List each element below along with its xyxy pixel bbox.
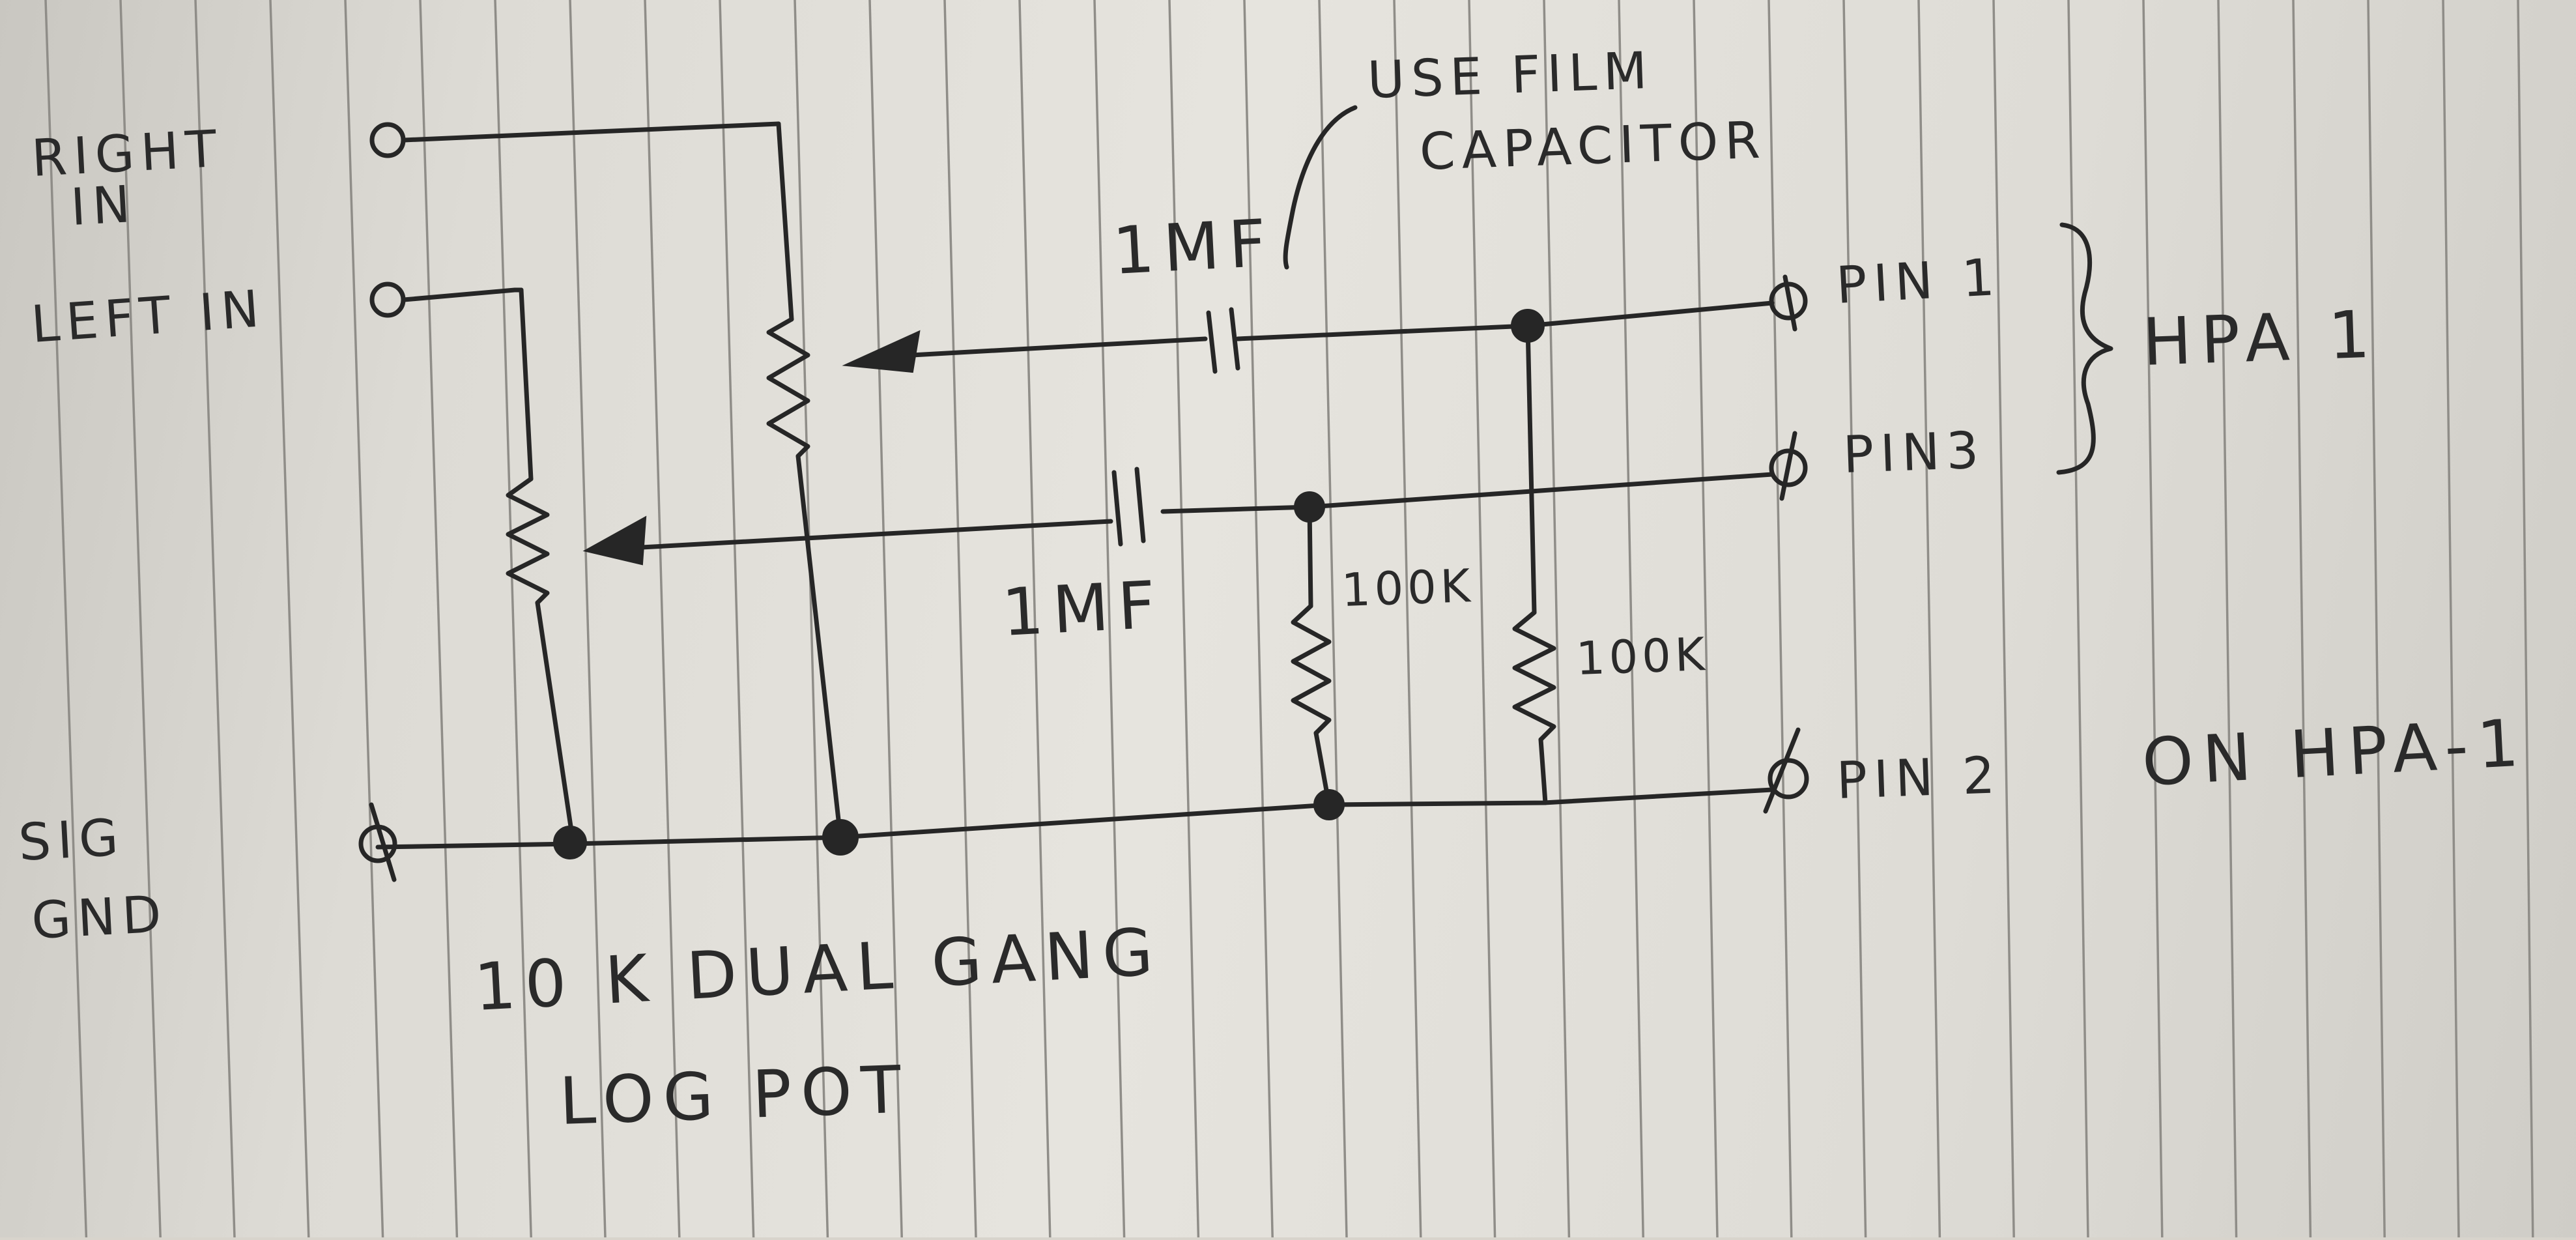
left-pot-wiper-arrow xyxy=(582,515,647,566)
rule-line xyxy=(1917,0,1941,1238)
rule-line xyxy=(1618,0,1644,1238)
terminal-left-in xyxy=(369,281,406,318)
rule-line xyxy=(269,0,310,1238)
rule-line xyxy=(1543,0,1571,1238)
cap-bottom-plate-b xyxy=(1134,467,1146,543)
resistor-left xyxy=(1291,603,1332,736)
wire-res-right-bottom xyxy=(1538,737,1548,805)
cap-bottom-plate-a xyxy=(1111,470,1123,547)
rule-line xyxy=(2217,0,2238,1238)
rule-line xyxy=(1393,0,1422,1238)
label-pin1: PIN 1 xyxy=(1835,248,2002,315)
rule-line xyxy=(1693,0,1719,1238)
right-pot-wiper-arrow xyxy=(842,330,921,373)
left-pot-resistor xyxy=(506,476,550,605)
right-pot-resistor xyxy=(766,317,810,459)
rule-line xyxy=(1168,0,1200,1238)
rule-line xyxy=(2367,0,2386,1238)
rule-line xyxy=(1093,0,1126,1238)
junction-gnd-left-pot xyxy=(553,826,587,859)
label-pot-line2: LOG POT xyxy=(558,1051,911,1140)
junction-gnd-res-left xyxy=(1313,789,1345,820)
hpa-bracket xyxy=(2056,222,2113,475)
rule-line xyxy=(2142,0,2164,1238)
cap-top-plate-b xyxy=(1229,307,1240,371)
wire-right-pot-bottom xyxy=(795,454,843,840)
label-left-in: LEFT IN xyxy=(29,280,267,354)
terminal-pin3 xyxy=(1769,448,1808,487)
rule-line xyxy=(2067,0,2089,1238)
rule-line xyxy=(1018,0,1052,1238)
rule-line xyxy=(1767,0,1793,1238)
terminal-sig-gnd-slash xyxy=(369,802,397,882)
rule-line xyxy=(344,0,384,1238)
rule-line xyxy=(1318,0,1348,1238)
rule-line xyxy=(2292,0,2312,1238)
resistor-right xyxy=(1512,610,1556,742)
terminal-pin1-slash xyxy=(1782,274,1797,332)
rule-line xyxy=(868,0,903,1238)
junction-top-signal xyxy=(1511,309,1545,343)
rule-line xyxy=(794,0,829,1238)
wire-res-left-top xyxy=(1307,504,1313,609)
label-right-in-line2: IN xyxy=(69,175,138,237)
wire-top-signal-2 xyxy=(1235,300,1775,341)
label-resistor-right-value: 100K xyxy=(1575,627,1710,685)
wire-left-pot-top xyxy=(519,287,534,482)
wire-res-right-top xyxy=(1525,323,1537,615)
terminal-pin3-slash xyxy=(1779,431,1797,501)
wire-bottom-signal xyxy=(639,519,1113,550)
label-cap-bottom-value: 1MF xyxy=(1000,566,1166,651)
wire-ground-bus xyxy=(375,787,1775,850)
rule-line xyxy=(2442,0,2460,1238)
rule-line xyxy=(119,0,162,1238)
label-hpa-group: HPA 1 xyxy=(2141,296,2381,381)
label-sig-gnd-line2: GND xyxy=(30,885,169,951)
rule-line xyxy=(943,0,977,1238)
terminal-pin2 xyxy=(1767,758,1809,800)
label-sig-gnd-line1: SIG xyxy=(17,809,126,872)
rule-line xyxy=(194,0,236,1238)
label-film-cap-line2: CAPACITOR xyxy=(1419,111,1767,182)
rule-line xyxy=(1243,0,1274,1238)
notebook-rule-lines xyxy=(44,0,2534,1238)
rule-line xyxy=(419,0,459,1238)
cap-top-plate-a xyxy=(1206,310,1218,374)
rule-line xyxy=(719,0,755,1238)
label-right-in-line1: RIGHT xyxy=(30,120,224,188)
label-film-cap-line1: USE FILM xyxy=(1367,42,1655,110)
label-pin2-note: ON HPA-1 xyxy=(2140,704,2530,801)
label-cap-top-value: 1MF xyxy=(1111,205,1277,289)
wire-right-pot-top xyxy=(776,121,794,322)
label-resistor-left-value: 100K xyxy=(1341,559,1475,617)
junction-bottom-signal xyxy=(1294,491,1325,523)
label-pin2: PIN 2 xyxy=(1836,746,2003,811)
rule-line xyxy=(494,0,532,1238)
rule-line xyxy=(644,0,681,1238)
rule-line xyxy=(569,0,607,1238)
rule-line xyxy=(1992,0,2015,1238)
wire-right-in xyxy=(401,121,781,143)
wire-left-pot-bottom xyxy=(535,600,576,846)
junction-gnd-right-pot xyxy=(822,819,859,856)
wire-top-signal xyxy=(909,336,1208,358)
film-cap-leader xyxy=(1283,105,1358,270)
label-pot-line1: 10 K DUAL GANG xyxy=(472,914,1164,1026)
rule-line xyxy=(44,0,88,1238)
rule-line xyxy=(1842,0,1867,1238)
rule-line xyxy=(1468,0,1496,1238)
rule-line xyxy=(2517,0,2534,1238)
terminal-pin2-slash xyxy=(1763,727,1801,814)
label-pin3: PIN3 xyxy=(1842,421,1986,485)
terminal-right-in xyxy=(369,122,406,158)
